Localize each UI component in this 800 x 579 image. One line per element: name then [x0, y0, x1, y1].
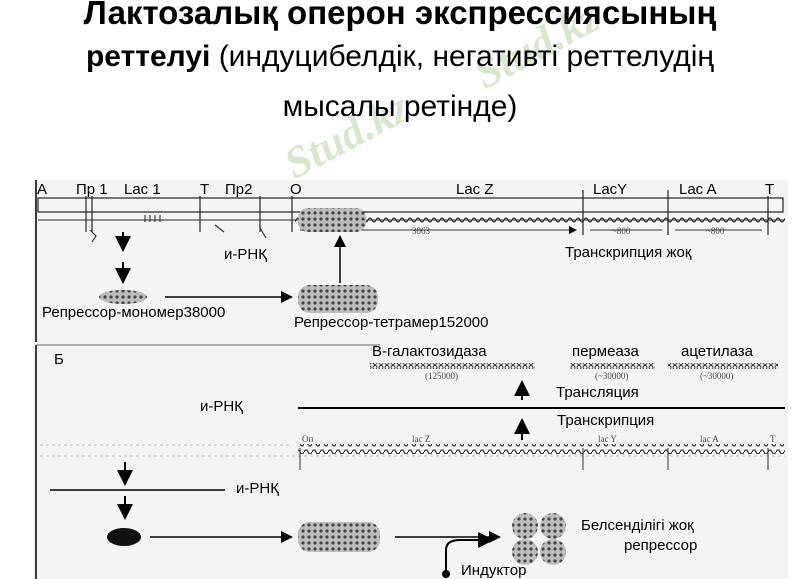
gene-label-op: Оп: [302, 434, 314, 444]
repressor-tetramer-label: Репрессор-тетрамер152000: [294, 314, 489, 331]
permease-chain: [570, 363, 655, 369]
gene-lac1: Lac 1: [124, 181, 161, 198]
gene-label-t: T: [770, 434, 776, 444]
gene-terminator1: Т: [200, 181, 210, 198]
mass-beta-galactosidase: (125000): [425, 371, 458, 381]
size-lacz: 3063: [412, 226, 430, 236]
repressor-monomer-b: [107, 528, 141, 546]
inducer-label: Индуктор: [461, 562, 527, 579]
gene-label-lacy: lac Y: [598, 434, 617, 444]
inactive-repressor-label-2: репрессор: [624, 537, 698, 554]
inducer-arrow: [445, 532, 494, 577]
size-laca: ~800: [706, 226, 725, 236]
mrna-label-a: и-РНҚ: [224, 246, 267, 263]
mass-acetylase: (~30000): [700, 371, 734, 381]
gene-label-laca: lac A: [700, 434, 719, 444]
beta-galactosidase-chain: [370, 363, 535, 369]
repressor-tetramer: [298, 285, 378, 313]
operator-repressor-complex: [298, 208, 366, 232]
gene-boundaries-a: [85, 190, 769, 235]
repressor-monomer: [99, 290, 147, 304]
gene-operator: О: [290, 181, 302, 198]
inactive-repressor: [512, 513, 566, 565]
translation-label: Трансляция: [556, 384, 639, 401]
panel-b-background: [33, 342, 788, 579]
panel-a-background: [33, 180, 788, 342]
slide-title-line3: мысалы ретінде): [282, 90, 518, 123]
gene-promoter1: Пр 1: [76, 181, 108, 198]
size-lacy: ~800: [612, 226, 631, 236]
gene-laca: Lac A: [679, 181, 717, 198]
inducer-molecule: [442, 570, 450, 578]
gene-lacy: LacY: [593, 181, 628, 198]
acetylase-chain: [668, 363, 778, 369]
mass-permease: (~30000): [595, 371, 629, 381]
enzyme-permease: пермеаза: [572, 343, 639, 360]
slide-title-rest: (индуцибелдік, негативті реттелудің: [210, 40, 714, 73]
gene-terminator2: Т: [765, 181, 775, 198]
inactive-repressor-label-1: Белсенділігі жоқ: [581, 517, 694, 534]
slide-title-line1: Лактозалық оперон экспрессиясының: [83, 0, 717, 31]
gene-label-lacz: lac Z: [412, 434, 431, 444]
mrna-label-b2: и-РНҚ: [236, 480, 279, 497]
slide-title-line2: реттелуі (индуцибелдік, негативті реттел…: [0, 40, 800, 74]
panel-b-letter: Б: [54, 351, 64, 368]
panel-a-letter: А: [37, 181, 48, 198]
slide-title-bold: реттелуі: [85, 40, 211, 73]
repressor-monomer-label: Репрессор-мономер38000: [42, 304, 226, 321]
enzyme-acetylase: ацетилаза: [681, 343, 754, 360]
no-transcription-label: Транскрипция жоқ: [565, 244, 692, 261]
gene-promoter2: Пр2: [225, 181, 253, 198]
repressor-tetramer-b: [298, 522, 380, 552]
enzyme-beta-galactosidase: В-галактозидаза: [372, 343, 487, 360]
dna-strand-b: [298, 444, 785, 454]
mrna-label-b: и-РНҚ: [200, 398, 243, 415]
gene-lacz: Lac Z: [456, 181, 494, 198]
transcription-label: Транскрипция: [557, 412, 655, 429]
dna-strand-a: [37, 197, 784, 213]
